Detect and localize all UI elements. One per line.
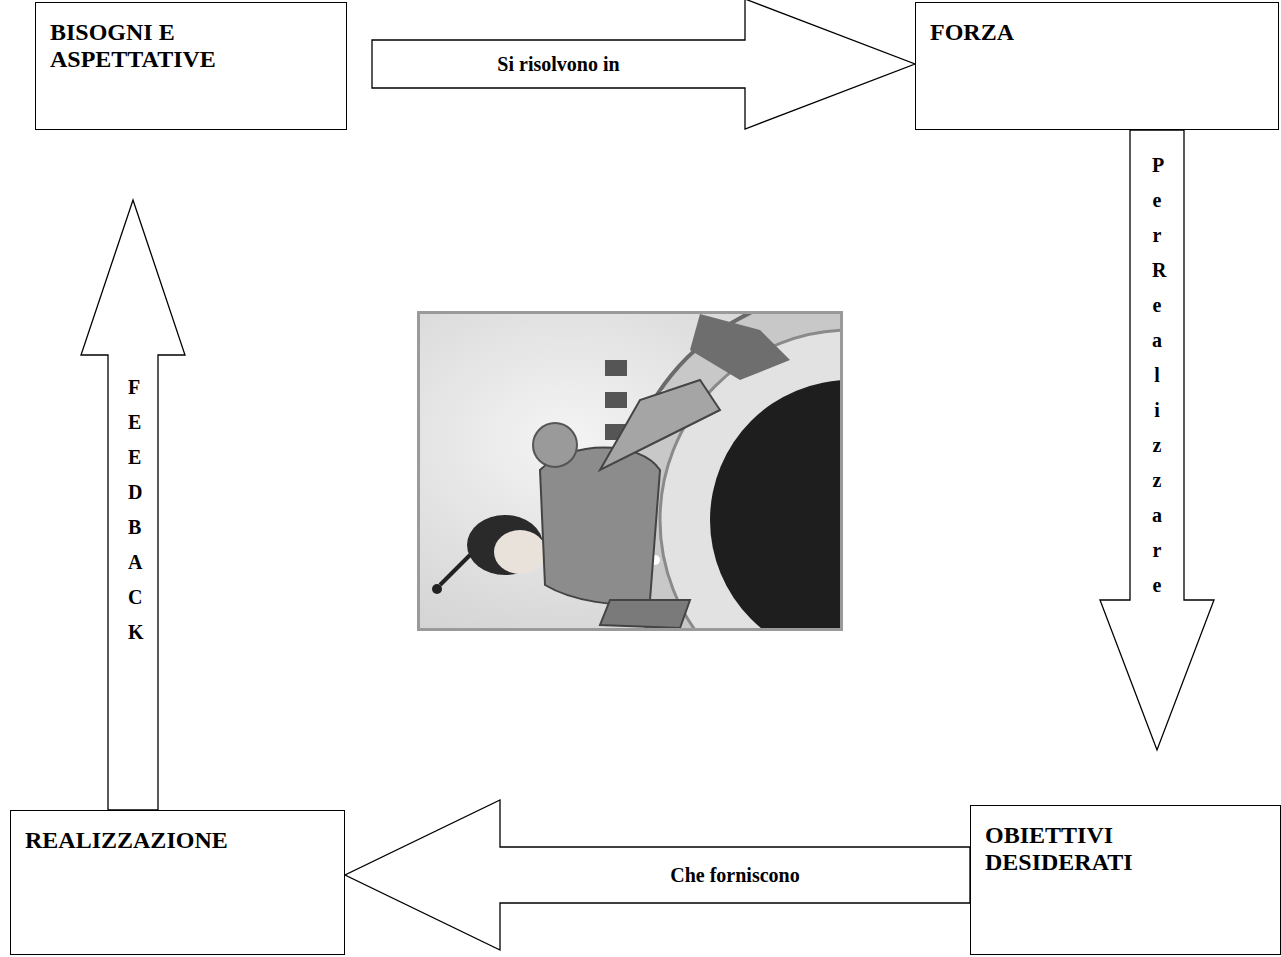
arrow-label: Si risolvono in — [497, 52, 619, 76]
arrow-label: FEEDBACK — [128, 370, 138, 650]
block-arrow — [1100, 130, 1214, 750]
photo-scene — [432, 314, 840, 628]
worker-figure — [432, 380, 720, 628]
process-box: FORZA — [915, 2, 1279, 130]
box-label: REALIZZAZIONE — [25, 827, 228, 854]
arrow-label: Per Realizzare — [1152, 148, 1162, 603]
arrow-label: Che forniscono — [670, 863, 799, 887]
gear-bolts — [645, 335, 725, 565]
process-box: BISOGNI E ASPETTATIVE — [35, 2, 347, 130]
box-label: BISOGNI E ASPETTATIVE — [50, 19, 332, 73]
process-box: REALIZZAZIONE — [10, 810, 345, 955]
block-arrow — [345, 800, 970, 950]
gear-hub — [710, 380, 840, 628]
machine-part — [690, 314, 790, 380]
block-arrow — [372, 0, 915, 129]
box-label: OBIETTIVI DESIDERATI — [985, 822, 1266, 876]
process-box: OBIETTIVI DESIDERATI — [970, 805, 1281, 955]
block-arrow — [81, 200, 185, 810]
box-label: FORZA — [930, 19, 1014, 46]
